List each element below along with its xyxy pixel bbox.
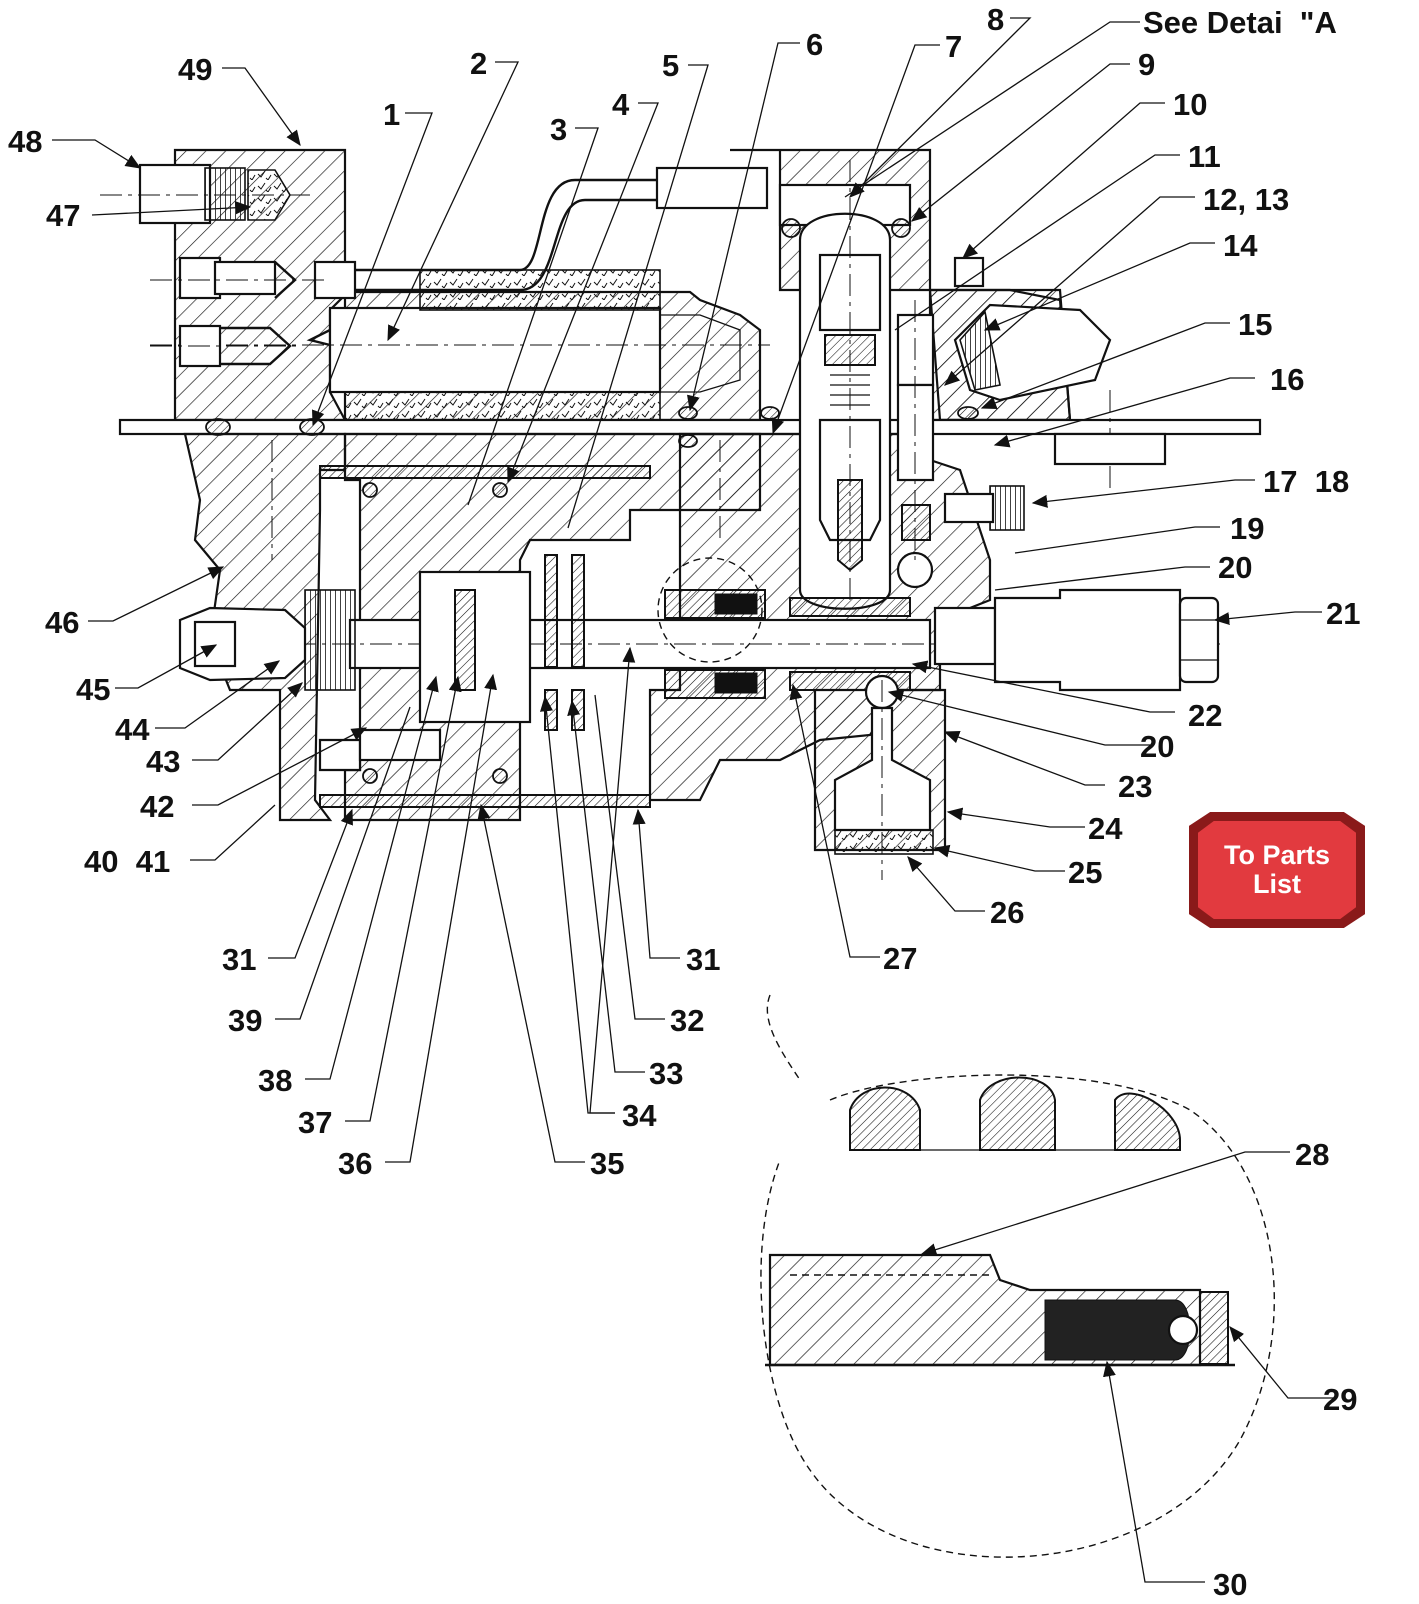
callout-11: 11 xyxy=(1188,139,1221,174)
callout-21: 21 xyxy=(1326,596,1360,631)
callout-7: 7 xyxy=(945,29,962,64)
callout-20-upper: 20 xyxy=(1218,550,1252,585)
callout-27: 27 xyxy=(883,941,917,976)
callout-3: 3 xyxy=(550,112,567,147)
callout-28: 28 xyxy=(1295,1137,1329,1172)
callout-4: 4 xyxy=(612,87,630,122)
callout-38: 38 xyxy=(258,1063,292,1098)
callout-8: 8 xyxy=(987,2,1004,37)
callout-42: 42 xyxy=(140,789,174,824)
callout-33: 33 xyxy=(649,1056,683,1091)
callout-20-lower: 20 xyxy=(1140,729,1174,764)
callout-45: 45 xyxy=(76,672,110,707)
callout-24: 24 xyxy=(1088,811,1123,846)
callout-16: 16 xyxy=(1270,362,1304,397)
callout-40-41: 40 41 xyxy=(84,844,170,879)
callout-22: 22 xyxy=(1188,698,1222,733)
button-face: To Parts List xyxy=(1198,821,1356,919)
callout-25: 25 xyxy=(1068,855,1102,890)
callout-39: 39 xyxy=(228,1003,262,1038)
callout-30: 30 xyxy=(1213,1567,1247,1602)
callout-6: 6 xyxy=(806,27,823,62)
leader-lines xyxy=(52,17,1335,1583)
callout-2: 2 xyxy=(470,46,487,81)
callout-29: 29 xyxy=(1323,1382,1357,1417)
callout-17-18: 17 18 xyxy=(1263,464,1349,499)
callout-35: 35 xyxy=(590,1146,624,1181)
callout-43: 43 xyxy=(146,744,180,779)
callout-23: 23 xyxy=(1118,769,1152,804)
to-parts-list-button[interactable]: To Parts List xyxy=(1189,812,1365,928)
callout-37: 37 xyxy=(298,1105,332,1140)
detail-a xyxy=(760,994,1275,1558)
callout-36: 36 xyxy=(338,1146,372,1181)
callout-44: 44 xyxy=(115,712,150,747)
callout-1: 1 xyxy=(383,97,400,132)
callout-12-13: 12, 13 xyxy=(1203,182,1289,217)
callout-26: 26 xyxy=(990,895,1024,930)
callout-5: 5 xyxy=(662,48,679,83)
detail-a-note: See Detai "A xyxy=(1143,5,1337,40)
callout-10: 10 xyxy=(1173,87,1207,122)
main-section xyxy=(100,148,1262,880)
callout-31-left: 31 xyxy=(222,942,256,977)
callout-9: 9 xyxy=(1138,47,1155,82)
callout-19: 19 xyxy=(1230,511,1264,546)
callout-31-right: 31 xyxy=(686,942,720,977)
callout-49: 49 xyxy=(178,52,212,87)
callout-47: 47 xyxy=(46,198,80,233)
to-parts-list-label: To Parts List xyxy=(1223,840,1331,899)
callout-46: 46 xyxy=(45,605,79,640)
callout-32: 32 xyxy=(670,1003,704,1038)
callouts: See Detai "A 49 48 47 1 2 3 4 5 6 7 8 9 … xyxy=(8,2,1360,1602)
callout-34: 34 xyxy=(622,1098,657,1133)
callout-15: 15 xyxy=(1238,307,1272,342)
callout-48: 48 xyxy=(8,124,42,159)
callout-14: 14 xyxy=(1223,228,1258,263)
